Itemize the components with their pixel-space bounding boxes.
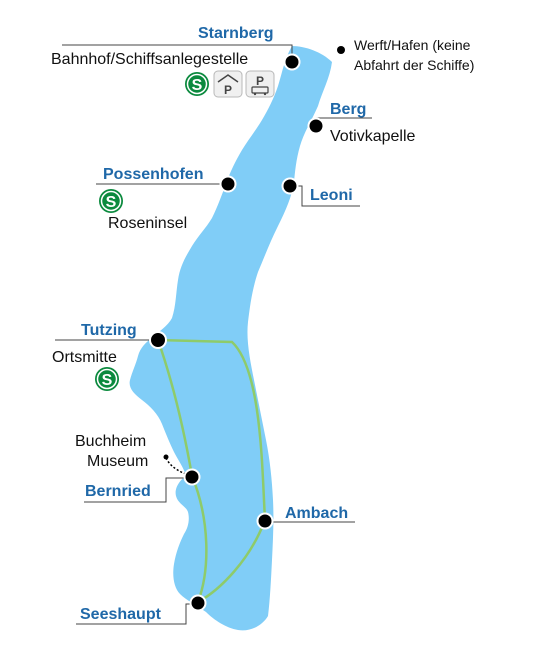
- label-museum-line2: Museum: [87, 453, 148, 470]
- legend-dot: [337, 46, 345, 54]
- label-berg-sub: Votivkapelle: [330, 128, 415, 145]
- leader-berg: [315, 117, 372, 124]
- stop-starnberg: [283, 53, 301, 71]
- s-bahn-icon-starnberg: S: [185, 72, 209, 96]
- bus-parking-icon: P: [245, 70, 275, 98]
- svg-text:P: P: [224, 83, 232, 97]
- label-berg: Berg: [330, 101, 366, 118]
- label-possenhofen-sub: Roseninsel: [108, 215, 187, 232]
- stop-tutzing: [149, 331, 167, 349]
- stop-leoni: [281, 177, 299, 195]
- legend-line2: Abfahrt der Schiffe): [354, 57, 474, 73]
- stop-seeshaupt: [189, 594, 207, 612]
- label-starnberg: Starnberg: [198, 25, 274, 42]
- stop-ambach: [256, 512, 274, 530]
- svg-text:P: P: [256, 74, 264, 88]
- stop-possenhofen: [219, 175, 237, 193]
- label-tutzing: Tutzing: [81, 322, 137, 339]
- svg-text:S: S: [106, 194, 117, 211]
- label-seeshaupt: Seeshaupt: [80, 606, 162, 623]
- museum-marker: [163, 454, 169, 460]
- ferry-route-bernried-seeshaupt: [190, 475, 208, 603]
- label-leoni: Leoni: [310, 187, 353, 204]
- leader-bernried: [84, 477, 192, 503]
- s-bahn-icon-tutzing: S: [95, 367, 119, 391]
- s-bahn-icon-possenhofen: S: [99, 189, 123, 213]
- label-starnberg-sub: Bahnhof/Schiffsanlegestelle: [51, 51, 248, 68]
- stop-berg: [307, 117, 325, 135]
- lake-starnberger-see: [129, 46, 332, 631]
- legend-line1: Werft/Hafen (keine: [354, 37, 471, 53]
- label-tutzing-sub: Ortsmitte: [52, 349, 117, 366]
- svg-text:S: S: [102, 372, 113, 389]
- label-possenhofen: Possenhofen: [103, 166, 203, 183]
- ferry-route-tutzing-bernried: [156, 339, 194, 477]
- ferry-route-ambach-seeshaupt: [197, 519, 267, 604]
- svg-text:S: S: [192, 77, 203, 94]
- label-ambach: Ambach: [285, 505, 348, 522]
- label-bernried: Bernried: [85, 483, 151, 500]
- ferry-route-tutzing-ambach: [157, 338, 267, 521]
- label-museum-line1: Buchheim: [75, 433, 146, 450]
- parking-garage-icon: P: [213, 70, 243, 98]
- stop-bernried: [183, 468, 201, 486]
